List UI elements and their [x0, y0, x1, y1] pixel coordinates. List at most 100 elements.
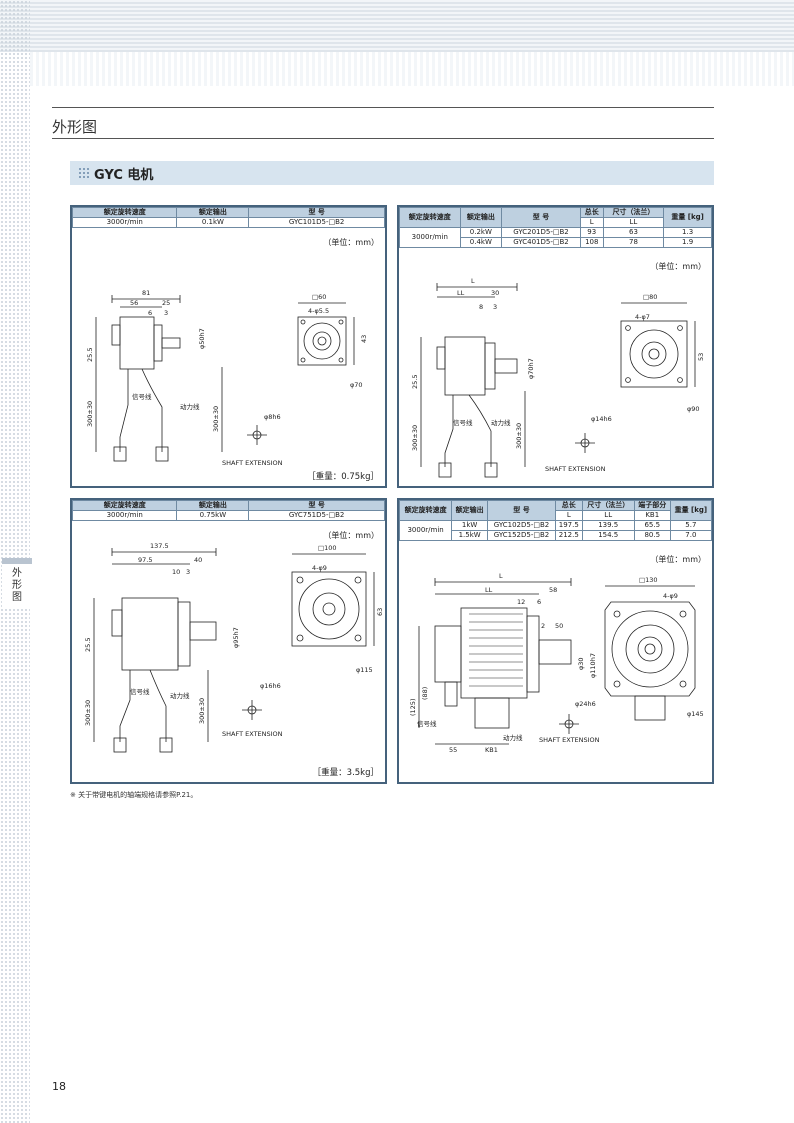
th-model: 型 号 — [248, 207, 385, 218]
side-tab-char: 外 — [12, 568, 22, 579]
dim-text: 10 — [172, 568, 180, 576]
shaft-label: SHAFT EXTENSION — [539, 736, 600, 744]
table-row: 0.4kW GYC401D5-□B2 108 78 1.9 — [400, 237, 712, 248]
td-output: 1kW — [451, 520, 489, 531]
shaft-label: SHAFT EXTENSION — [222, 730, 283, 738]
front-shaft — [317, 336, 327, 346]
dim-text: (88) — [421, 687, 429, 700]
front-boss — [312, 592, 346, 626]
motor-body — [121, 597, 179, 671]
dim-text: φ30 — [577, 657, 585, 670]
spec-table: 额定旋转速度 额定输出 型 号 总长 尺寸（法兰） 重量 [kg] L LL 3… — [399, 207, 712, 248]
dim-text: 3 — [493, 303, 497, 311]
td-model: GYC152D5-□B2 — [487, 530, 556, 541]
shaft-label: SHAFT EXTENSION — [222, 459, 283, 467]
dim-text: φ145 — [687, 710, 704, 718]
section-title: 外形图 — [52, 118, 98, 136]
terminal-box — [474, 697, 510, 729]
td-speed: 3000r/min — [399, 227, 461, 248]
signal-label: 信号线 — [453, 418, 473, 427]
front-pilot — [611, 610, 689, 688]
motor-shaft — [189, 621, 217, 641]
motor-flange — [153, 324, 163, 362]
dim-text: φ115 — [356, 666, 373, 674]
dim-text: 97.5 — [138, 556, 152, 564]
dots-icon — [78, 167, 90, 179]
td-model: GYC101D5-□B2 — [248, 217, 385, 228]
spec-table: 额定旋转速度 额定输出 型 号 3000r/min 0.1kW GYC101D5… — [71, 207, 385, 228]
dim-text: 300±30 — [212, 406, 220, 432]
side-tab-char: 形 — [12, 580, 22, 591]
front-boss — [641, 341, 667, 367]
dim-text: 25.5 — [86, 348, 94, 362]
motor-rear — [111, 609, 123, 637]
dim-81 — [111, 295, 181, 303]
dim-text: 4-φ9 — [663, 592, 678, 600]
signal-connector — [444, 681, 458, 707]
th-speed: 额定旋转速度 — [398, 500, 453, 521]
panel-gyc201-401: 额定旋转速度 额定输出 型 号 总长 尺寸（法兰） 重量 [kg] L LL 3… — [397, 205, 714, 488]
dim-text: 4-φ5.5 — [308, 307, 329, 315]
table-row: 1.5kW GYC152D5-□B2 212.5 154.5 80.5 7.0 — [400, 530, 713, 541]
td-length: 93 — [579, 227, 604, 238]
td-speed: 3000r/min — [71, 510, 178, 521]
td-output: 0.1kW — [176, 217, 250, 228]
dim-text: φ16h6 — [260, 682, 281, 690]
front-pilot — [303, 322, 341, 360]
side-tab-label: 外 形 图 — [12, 568, 24, 604]
th-model: 型 号 — [501, 207, 581, 228]
dim-text: 63 — [376, 608, 384, 616]
th-weight: 重量 [kg] — [669, 500, 713, 521]
power-cable — [468, 394, 492, 467]
dim-text: 300±30 — [411, 425, 419, 451]
front-flange — [620, 320, 688, 388]
dim-text: 25.5 — [84, 638, 92, 652]
td-flange: 78 — [602, 237, 665, 248]
front-flange — [297, 316, 347, 366]
th-output: 额定输出 — [176, 500, 250, 511]
front-boss — [312, 331, 332, 351]
front-shaft — [322, 602, 336, 616]
td-model: GYC751D5-□B2 — [248, 510, 385, 521]
signal-cable — [119, 369, 129, 452]
dim-text: 40 — [194, 556, 202, 564]
td-flange: 63 — [602, 227, 665, 238]
motor-rear — [434, 625, 462, 683]
dim-text: □80 — [643, 293, 657, 301]
td-speed: 3000r/min — [398, 520, 453, 541]
motor-body — [119, 316, 155, 370]
page-number: 18 — [52, 1080, 66, 1093]
td-weight: 1.3 — [663, 227, 712, 238]
drawing-gyc751: 137.5 97.5 40 10 3 □100 4-φ9 φ95h7 25.5 … — [84, 542, 384, 753]
td-model: GYC102D5-□B2 — [487, 520, 556, 531]
th-speed: 额定旋转速度 — [71, 207, 178, 218]
drawing-gyc201: L LL 30 8 3 □80 4-φ7 φ70h7 25.5 300±30 3… — [411, 277, 705, 478]
dim-text: φ24h6 — [575, 700, 596, 708]
signal-connector — [113, 737, 127, 753]
dim-text: KB1 — [485, 746, 498, 754]
panel-gyc751: 额定旋转速度 额定输出 型 号 3000r/min 0.75kW GYC751D… — [70, 498, 387, 784]
power-label: 动力线 — [491, 418, 511, 427]
spec-table: 额定旋转速度 额定输出 型 号 总长 尺寸（法兰） 端子部分 重量 [kg] L… — [398, 500, 713, 541]
signal-label: 信号线 — [417, 719, 437, 728]
td-length: 197.5 — [554, 520, 583, 531]
dim-text: 58 — [549, 586, 557, 594]
unit-label: （单位：mm） — [323, 238, 379, 247]
td-weight: 7.0 — [669, 530, 713, 541]
dim-L — [436, 283, 518, 291]
dim-text: φ95h7 — [232, 627, 240, 648]
dim-text: □130 — [639, 576, 658, 584]
dim-text: □100 — [318, 544, 337, 552]
side-tab-char: 图 — [12, 592, 22, 603]
th-weight: 重量 [kg] — [663, 207, 712, 228]
title-rule-bottom — [52, 138, 714, 139]
th-flange: 尺寸（法兰） — [602, 207, 665, 218]
td-output: 0.2kW — [459, 227, 503, 238]
motor-flange — [526, 615, 540, 693]
dim-text: 2 — [541, 622, 545, 630]
th-length: 总长 — [554, 500, 583, 511]
motor-shaft — [538, 639, 572, 665]
front-ring — [625, 624, 675, 674]
td-weight: 5.7 — [669, 520, 713, 531]
dim-text: 3 — [186, 568, 190, 576]
